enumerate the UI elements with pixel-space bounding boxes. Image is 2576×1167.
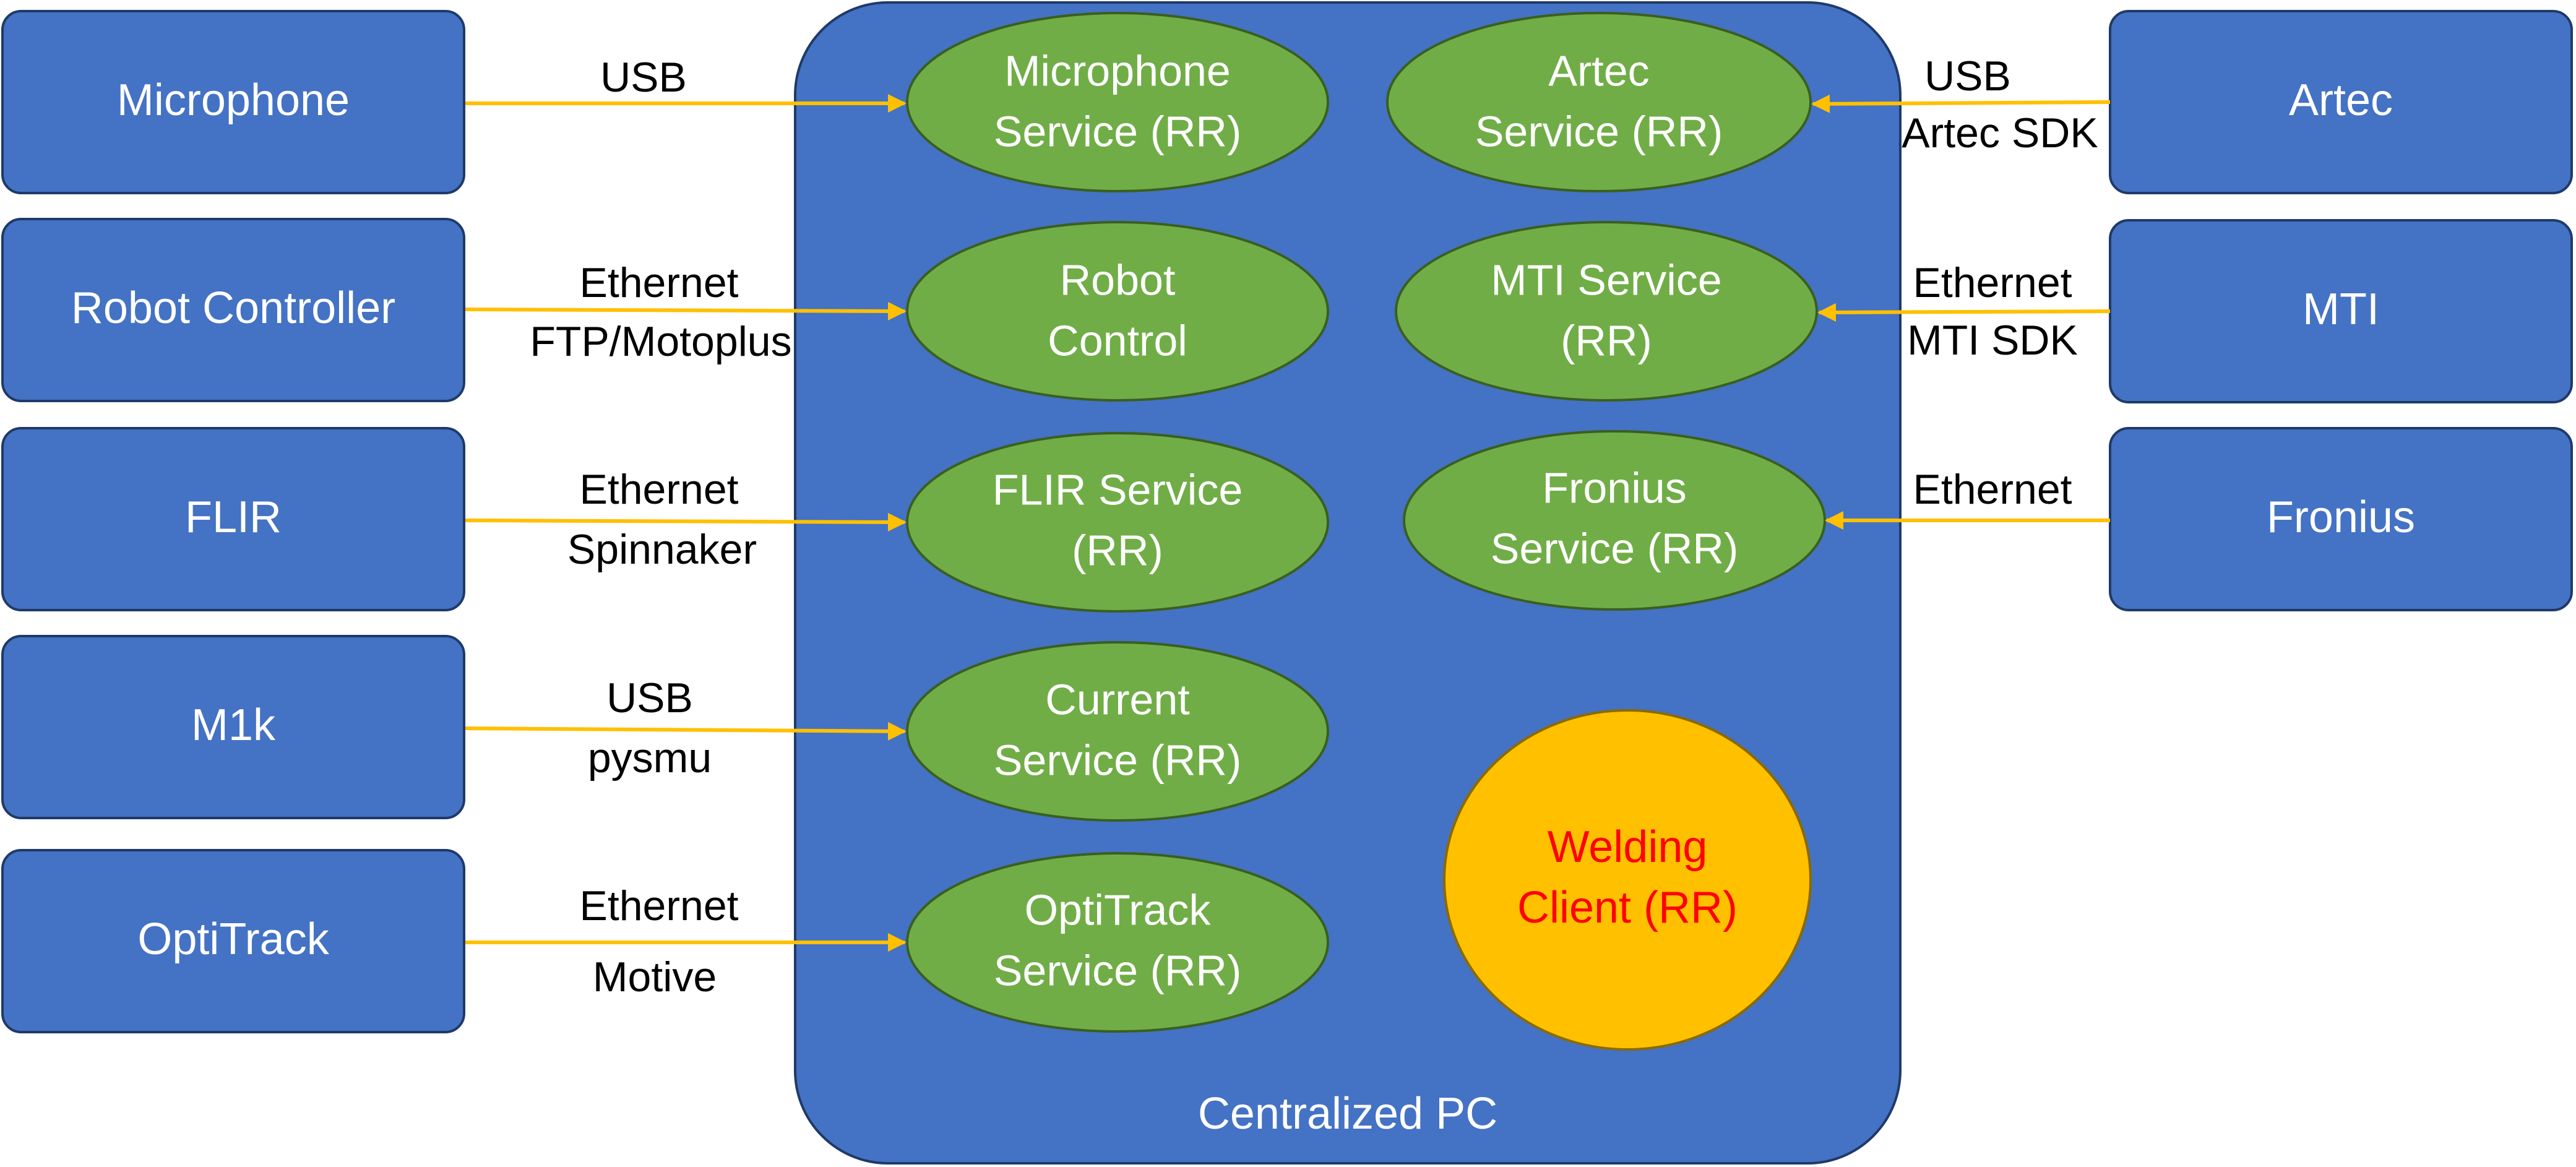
left-services: Microphone Service (RR) Robot Control FL… xyxy=(906,12,1329,1033)
connection-label: FTP/Motoplus xyxy=(530,318,791,365)
device-label: Microphone xyxy=(117,75,350,125)
device-label: Artec xyxy=(2289,75,2393,125)
connection-label: USB xyxy=(1924,53,2011,100)
service-label-line1: Fronius xyxy=(1542,463,1686,512)
service-label-line1: OptiTrack xyxy=(1025,885,1212,934)
connection-label: Ethernet xyxy=(1913,466,2072,513)
connection-label: USB xyxy=(600,54,687,101)
connection-arrow xyxy=(465,721,907,741)
service-label-line1: Robot xyxy=(1060,256,1176,304)
right-connections xyxy=(1811,94,2111,530)
centralized-pc-label: Centralized PC xyxy=(1198,1089,1497,1139)
client-label-line1: Welding xyxy=(1548,822,1708,872)
connection-label: Ethernet xyxy=(579,466,738,513)
connection-label: pysmu xyxy=(588,734,712,782)
connection-label: Artec SDK xyxy=(1902,110,2098,157)
device-mti: MTI xyxy=(2109,219,2573,403)
service-optitrack: OptiTrack Service (RR) xyxy=(906,852,1329,1033)
connection-arrow xyxy=(465,301,907,321)
device-fronius: Fronius xyxy=(2109,427,2573,611)
service-label-line2: (RR) xyxy=(1072,526,1163,574)
service-label-line2: Service (RR) xyxy=(994,107,1242,155)
service-robot-control: Robot Control xyxy=(906,221,1329,402)
service-label-line1: Microphone xyxy=(1004,46,1231,95)
device-label: Robot Controller xyxy=(71,283,395,333)
connection-label: USB xyxy=(606,674,693,721)
service-artec: Artec Service (RR) xyxy=(1386,12,1812,192)
service-label-line2: Control xyxy=(1048,316,1187,364)
right-connection-labels: USB Artec SDK Ethernet MTI SDK Ethernet xyxy=(1902,53,2098,513)
device-m1k: M1k xyxy=(1,635,465,819)
service-label-line1: FLIR Service xyxy=(993,465,1243,514)
connection-label: MTI SDK xyxy=(1907,317,2078,364)
right-services: Artec Service (RR) MTI Service (RR) Fron… xyxy=(1386,12,1826,611)
client-label-line2: Client (RR) xyxy=(1517,883,1738,932)
service-label-line1: Artec xyxy=(1548,46,1649,95)
connection-label: Ethernet xyxy=(1913,259,2072,306)
connection-arrow xyxy=(1811,94,2111,113)
connection-label: Ethernet xyxy=(579,882,738,929)
device-artec: Artec xyxy=(2109,10,2573,194)
right-devices: Artec MTI Fronius xyxy=(2109,10,2573,611)
service-label-line2: Service (RR) xyxy=(994,946,1242,994)
left-connections xyxy=(465,94,907,952)
service-fronius: Fronius Service (RR) xyxy=(1403,430,1826,611)
connection-arrow xyxy=(465,512,907,532)
connection-label: Ethernet xyxy=(579,259,738,306)
device-flir: FLIR xyxy=(1,427,465,611)
device-robot-controller: Robot Controller xyxy=(1,218,465,402)
device-label: Fronius xyxy=(2267,493,2415,542)
service-label-line2: Service (RR) xyxy=(994,736,1242,784)
device-label: MTI xyxy=(2302,285,2379,334)
connection-label: Spinnaker xyxy=(567,526,757,573)
device-label: OptiTrack xyxy=(137,915,329,964)
service-label-line2: Service (RR) xyxy=(1491,524,1739,572)
left-devices: Microphone Robot Controller FLIR M1k Opt… xyxy=(1,10,465,1033)
service-mti: MTI Service (RR) xyxy=(1395,221,1818,402)
device-label: M1k xyxy=(191,700,276,750)
welding-client: Welding Client (RR) xyxy=(1443,709,1812,1051)
service-label-line1: MTI Service xyxy=(1491,256,1721,304)
service-microphone: Microphone Service (RR) xyxy=(906,12,1329,192)
connection-arrow xyxy=(1817,303,2111,322)
device-microphone: Microphone xyxy=(1,10,465,194)
service-label-line2: Service (RR) xyxy=(1475,107,1723,155)
service-flir: FLIR Service (RR) xyxy=(906,432,1329,613)
connection-label: Motive xyxy=(593,954,717,1001)
left-connection-labels: USB Ethernet FTP/Motoplus Ethernet Spinn… xyxy=(530,54,791,1001)
device-optitrack: OptiTrack xyxy=(1,849,465,1033)
service-current: Current Service (RR) xyxy=(906,641,1329,822)
device-label: FLIR xyxy=(185,493,282,542)
service-label-line2: (RR) xyxy=(1561,316,1652,364)
service-label-line1: Current xyxy=(1045,675,1189,723)
